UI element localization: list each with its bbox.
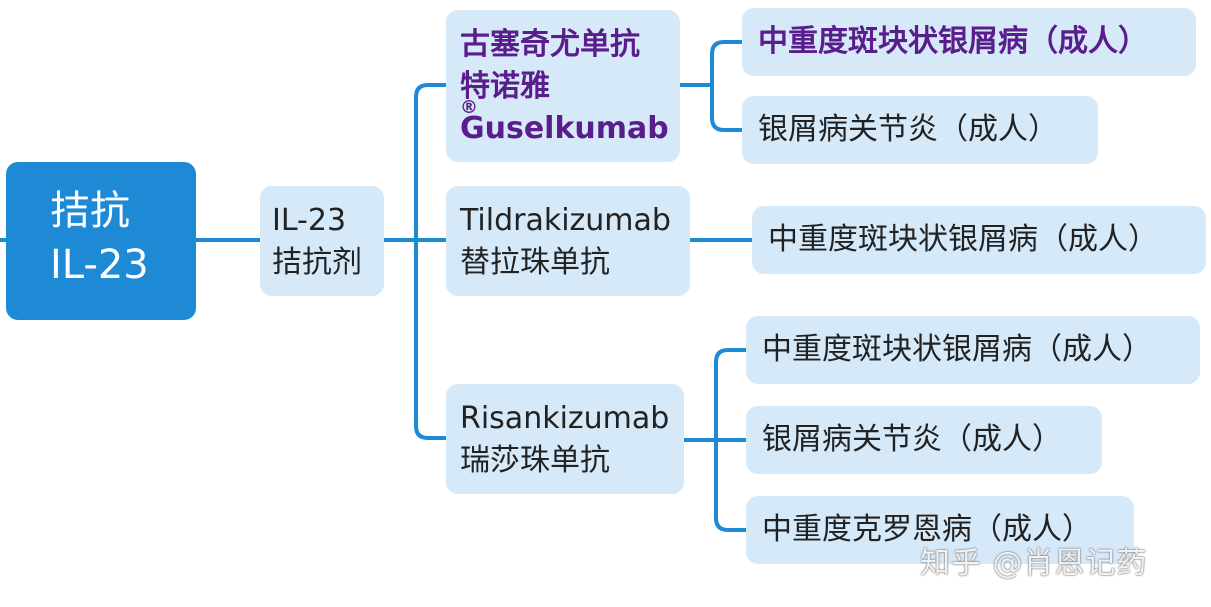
- drug-1-brand: 特诺雅: [460, 69, 550, 104]
- drug-1-line-2: 特诺雅®: [460, 69, 550, 118]
- connector-drug1-bracket: [710, 40, 742, 132]
- indication-guselkumab-psoriasis: 中重度斑块状银屑病（成人）: [742, 8, 1196, 76]
- drug-node-risankizumab: Risankizumab 瑞莎珠单抗: [446, 384, 684, 494]
- indication-text: 银屑病关节炎（成人）: [762, 422, 1062, 457]
- root-node: 拮抗 IL-23: [6, 162, 196, 320]
- indication-text: 中重度克罗恩病（成人）: [762, 512, 1092, 547]
- drug-2-line-1: Tildrakizumab: [460, 203, 671, 238]
- drug-3-line-2: 瑞莎珠单抗: [460, 443, 610, 478]
- indication-text: 中重度斑块状银屑病（成人）: [768, 222, 1158, 257]
- root-line-2: IL-23: [50, 242, 149, 288]
- connector-trunk-drug1: [414, 83, 446, 440]
- drug-3-line-1: Risankizumab: [460, 401, 670, 436]
- drug-2-line-2: 替拉珠单抗: [460, 245, 610, 280]
- indication-text: 中重度斑块状银屑病（成人）: [762, 332, 1152, 367]
- indication-risankizumab-arthritis: 银屑病关节炎（成人）: [746, 406, 1102, 474]
- indication-guselkumab-arthritis: 银屑病关节炎（成人）: [742, 96, 1098, 164]
- indication-risankizumab-crohns: 中重度克罗恩病（成人）: [746, 496, 1134, 564]
- category-node: IL-23 拮抗剂: [260, 186, 384, 296]
- indication-tildrakizumab-psoriasis: 中重度斑块状银屑病（成人）: [752, 206, 1206, 274]
- drug-node-guselkumab: 古塞奇尤单抗 特诺雅® Guselkumab: [446, 10, 680, 162]
- indication-text: 银屑病关节炎（成人）: [758, 112, 1058, 147]
- drug-node-tildrakizumab: Tildrakizumab 替拉珠单抗: [446, 186, 690, 296]
- category-line-2: 拮抗剂: [272, 245, 362, 280]
- watermark: 知乎 @肖恩记药: [920, 546, 1148, 581]
- drug-1-line-1: 古塞奇尤单抗: [460, 27, 640, 62]
- root-line-1: 拮抗: [50, 188, 130, 234]
- indication-text: 中重度斑块状银屑病（成人）: [758, 24, 1148, 59]
- category-line-1: IL-23: [272, 203, 347, 238]
- drug-1-line-3: Guselkumab: [460, 111, 669, 146]
- indication-risankizumab-psoriasis: 中重度斑块状银屑病（成人）: [746, 316, 1200, 384]
